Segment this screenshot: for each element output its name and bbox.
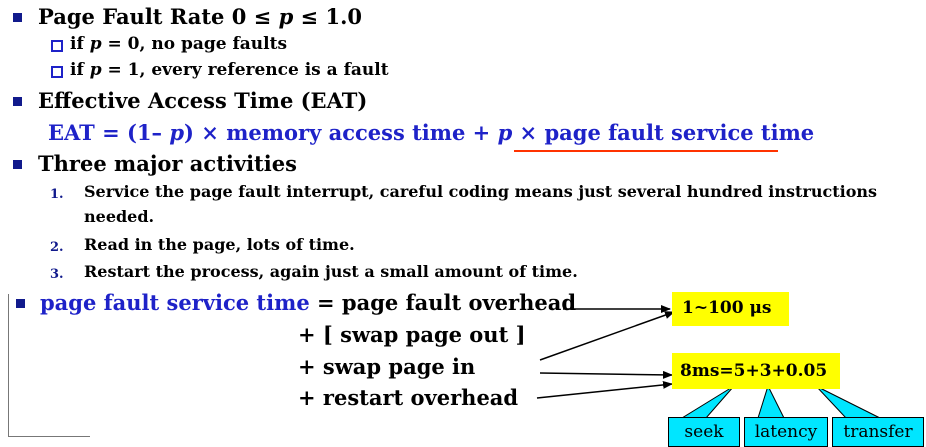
transfer-callout-tail <box>815 385 881 419</box>
overhead-value: 1~100 μs <box>682 298 772 318</box>
sub-bullet-square <box>51 66 63 78</box>
bullet-square <box>13 160 22 169</box>
bullet-square <box>13 13 22 22</box>
activity-number: 3. <box>50 267 64 282</box>
arrow-swap-out <box>539 311 675 361</box>
eat-formula: EAT = (1– p) × memory access time + p × … <box>48 120 815 145</box>
activity-1-line-1: Service the page fault interrupt, carefu… <box>84 182 877 201</box>
activity-2-line-1: Read in the page, lots of time. <box>84 235 355 254</box>
latency-callout: latency <box>744 417 828 447</box>
pfst-line-2: + [ swap page out ] <box>298 322 526 347</box>
page-fault-rate-heading: Page Fault Rate 0 ≤ p ≤ 1.0 <box>38 4 363 29</box>
bullet-square <box>13 97 22 106</box>
bullet-square <box>16 299 25 308</box>
pfst-line-4: + restart overhead <box>298 385 519 410</box>
bottom-bracket-line <box>8 436 90 437</box>
rate-sub-item-1: if p = 0, no page faults <box>70 34 288 54</box>
arrow-swap-in <box>539 370 673 379</box>
seek-callout-tail <box>680 385 735 419</box>
rate-sub-item-2: if p = 1, every reference is a fault <box>70 60 389 80</box>
pfst-term: page fault service time <box>40 290 310 315</box>
pfst-line-1: page fault service time = page fault ove… <box>40 290 577 315</box>
left-bracket-line <box>8 294 9 436</box>
sub-bullet-square <box>51 40 63 52</box>
activity-3-line-1: Restart the process, again just a small … <box>84 262 578 281</box>
activity-1-line-2: needed. <box>84 207 155 226</box>
seek-callout: seek <box>668 417 740 447</box>
pfst-line-3: + swap page in <box>298 354 476 379</box>
arrow-restart <box>536 380 673 399</box>
eat-heading: Effective Access Time (EAT) <box>38 88 368 113</box>
swap-value: 8ms=5+3+0.05 <box>680 361 828 381</box>
activity-number: 1. <box>50 187 64 202</box>
overhead-value-box: 1~100 μs <box>672 292 789 326</box>
formula-underline <box>514 150 778 152</box>
transfer-callout: transfer <box>832 417 924 447</box>
activity-number: 2. <box>50 240 64 255</box>
latency-callout-tail <box>757 384 785 419</box>
underlined-term: page fault service time <box>544 120 815 145</box>
swap-value-box: 8ms=5+3+0.05 <box>672 353 840 389</box>
activities-heading: Three major activities <box>38 151 297 176</box>
